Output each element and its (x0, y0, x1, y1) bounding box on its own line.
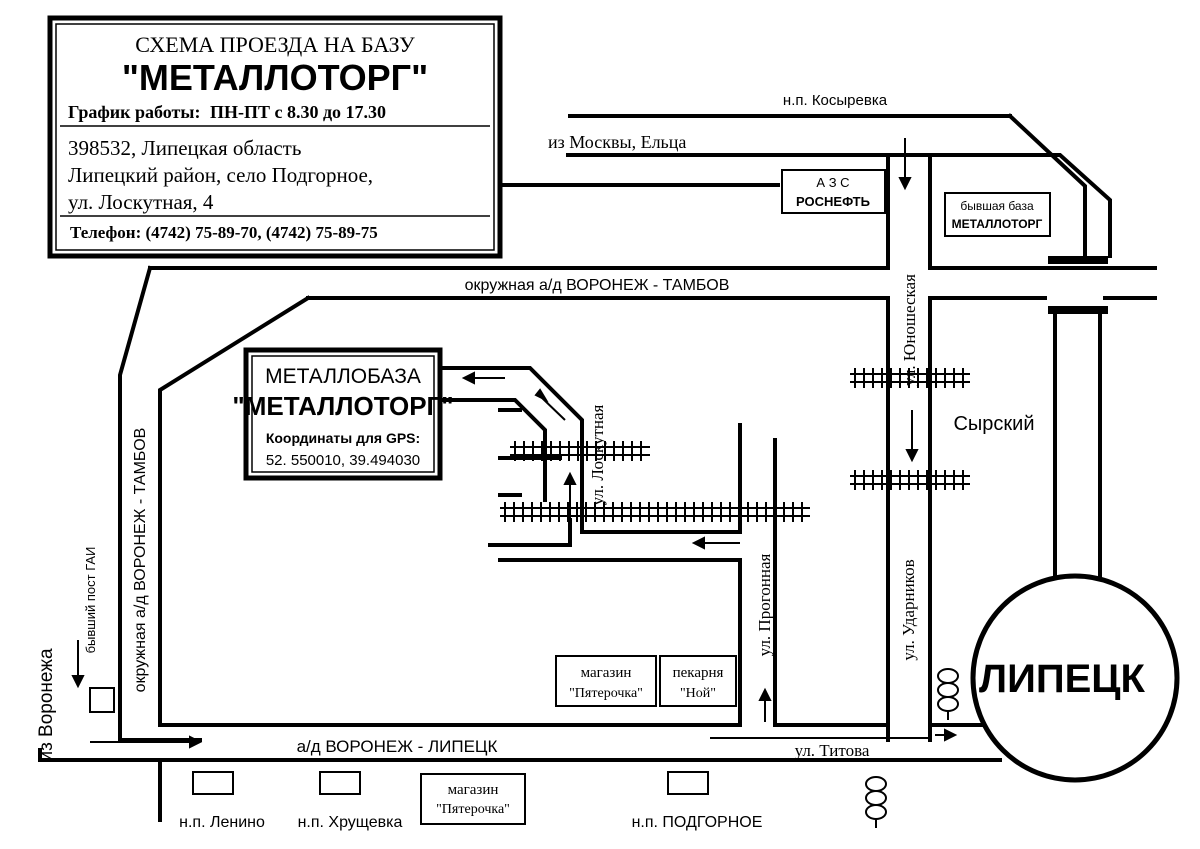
gps-value: 52. 550010, 39.494030 (266, 452, 420, 469)
podgornoe-label: н.п. ПОДГОРНОЕ (632, 814, 763, 831)
hours-label: График работы: (68, 102, 200, 122)
from-moscow-label: из Москвы, Ельца (548, 132, 686, 152)
tree-icon (937, 668, 959, 720)
base-name: МЕТАЛЛОБАЗА (265, 365, 421, 388)
progonnaya-label: ул. Прогонная (755, 554, 774, 657)
road-from-moscow (496, 156, 932, 270)
address-line1: 398532, Липецкая область (68, 136, 301, 160)
svg-text:"Пятерочка": "Пятерочка" (569, 686, 643, 701)
svg-text:магазин: магазин (581, 665, 632, 681)
main-road (38, 723, 1002, 822)
tree-icon (865, 776, 887, 828)
former-gai-label: бывший пост ГАИ (83, 547, 98, 654)
khrushchevka-marker (319, 771, 361, 795)
svg-text:"Ной": "Ной" (680, 686, 716, 701)
loskutnaya-label: ул. Лоскутная (588, 404, 607, 505)
svg-text:магазин: магазин (448, 782, 499, 798)
info-title: СХЕМА ПРОЕЗДА НА БАЗУ (135, 32, 415, 57)
lipetsk-city: ЛИПЕЦК (970, 573, 1180, 783)
ring-top-label: окружная а/д ВОРОНЕЖ - ТАМБОВ (465, 277, 730, 294)
shop-pyaterochka-2: магазин "Пятерочка" (420, 773, 526, 825)
svg-text:"Пятерочка": "Пятерочка" (436, 802, 510, 817)
kosyrevka-label: н.п. Косыревка (783, 92, 888, 109)
inner-streets (438, 366, 890, 727)
base-company: "МЕТАЛЛОТОРГ" (232, 391, 453, 421)
svg-text:А З С: А З С (816, 175, 849, 190)
ring-left-label: окружная а/д ВОРОНЕЖ - ТАМБОВ (132, 428, 149, 693)
shop-pyaterochka-1: магазин "Пятерочка" (555, 655, 657, 707)
ring-road (118, 265, 1157, 742)
gps-label: Координаты для GPS: (266, 430, 420, 446)
titova-label: ул. Титова (795, 741, 870, 760)
svg-text:бывшая база: бывшая база (960, 199, 1034, 213)
main-road-label: а/д ВОРОНЕЖ - ЛИПЕЦК (297, 737, 498, 756)
svg-text:РОСНЕФТЬ: РОСНЕФТЬ (796, 194, 870, 209)
address-line2: Липецкий район, село Подгорное, (68, 163, 373, 187)
lenino-label: н.п. Ленино (179, 814, 265, 831)
railways (500, 368, 970, 522)
former-gai-marker (89, 687, 115, 713)
direction-arrows (71, 138, 958, 749)
old-base: бывшая база МЕТАЛЛОТОРГ (944, 192, 1051, 237)
from-voronezh-label: из Воронежа (36, 648, 57, 762)
yunosheskaya-label: ул. Юношеская (900, 274, 919, 386)
azs-rosneft: А З С РОСНЕФТЬ (781, 169, 886, 214)
bakery-noy: пекарня "Ной" (659, 655, 737, 707)
lenino-marker (192, 771, 234, 795)
svg-text:пекарня: пекарня (673, 665, 724, 681)
hours-value: ПН-ПТ с 8.30 до 17.30 (210, 102, 386, 122)
svg-text:МЕТАЛЛОТОРГ: МЕТАЛЛОТОРГ (952, 217, 1043, 231)
syrsky-label: Сырский (953, 413, 1034, 435)
road-kosyrevka (566, 113, 1112, 258)
address-line3: ул. Лоскутная, 4 (68, 190, 214, 214)
khrushchevka-label: н.п. Хрущевка (298, 814, 403, 831)
podgornoe-marker (667, 771, 709, 795)
svg-text:График работы: ПН-ПТ с 8: График работы: ПН-ПТ с 8.30 до 17.30 (68, 102, 386, 122)
info-company: "МЕТАЛЛОТОРГ" (122, 57, 428, 98)
lipetsk-label: ЛИПЕЦК (979, 657, 1145, 701)
phone: Телефон: (4742) 75-89-70, (4742) 75-89-7… (70, 223, 378, 242)
udarnikov-label: ул. Ударников (899, 559, 918, 660)
info-box: СХЕМА ПРОЕЗДА НА БАЗУ "МЕТАЛЛОТОРГ" Граф… (47, 15, 503, 259)
base-box: МЕТАЛЛОБАЗА "МЕТАЛЛОТОРГ" Координаты для… (232, 347, 454, 481)
